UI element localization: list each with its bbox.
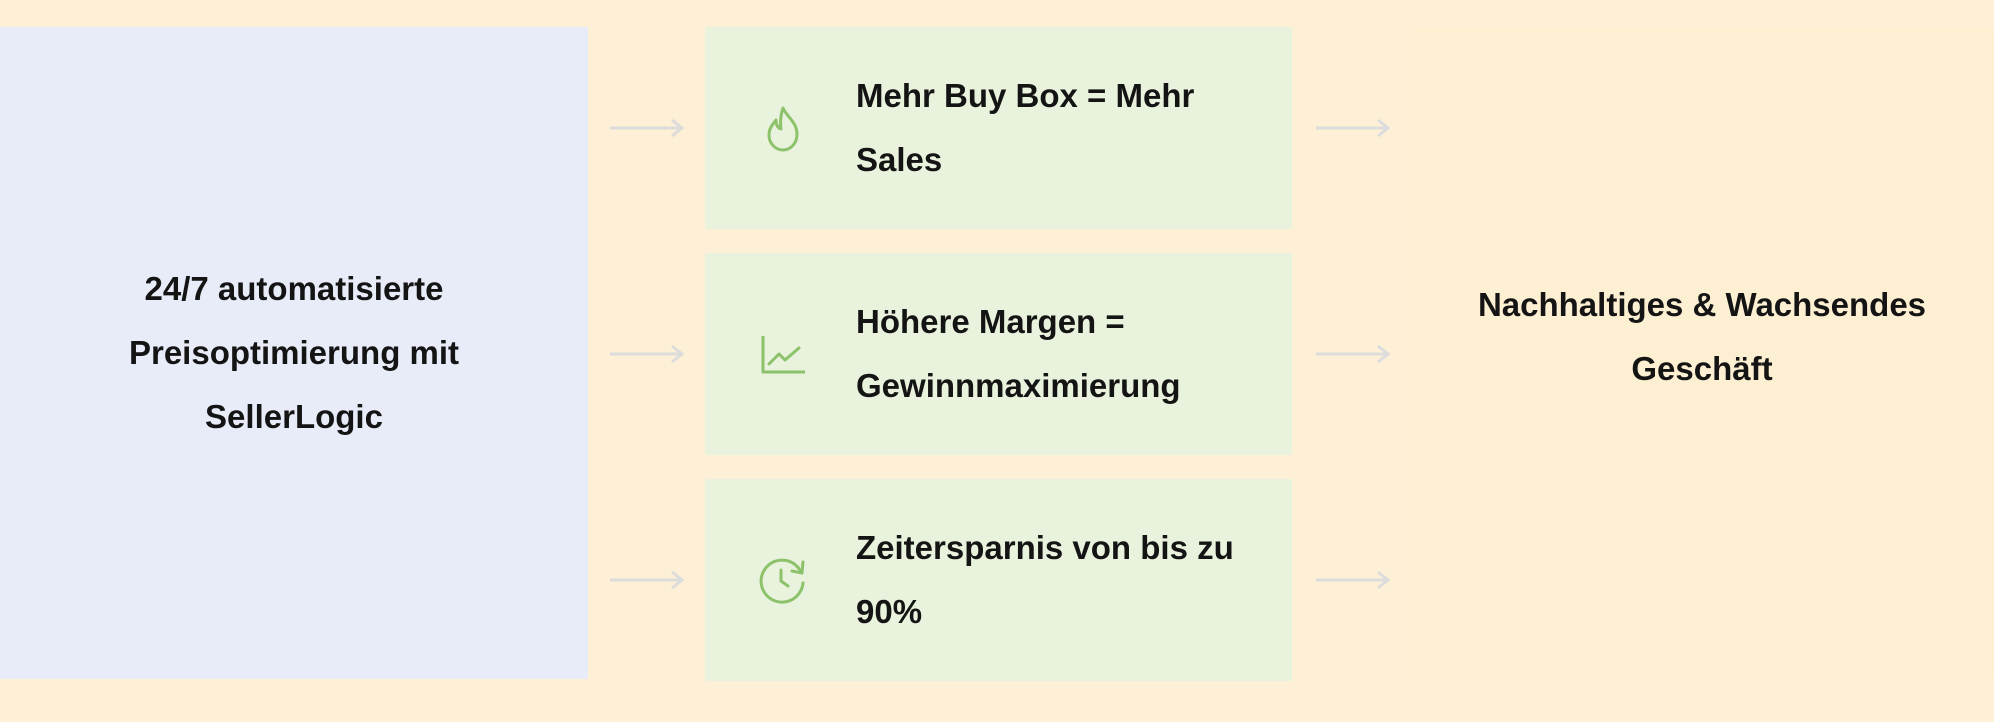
arrow-to-benefit-2: [610, 344, 686, 364]
benefit-label-time: Zeitersparnis von bis zu 90%: [856, 529, 1234, 630]
benefit-box-margins: Höhere Margen = Gewinnmaximierung: [705, 253, 1292, 455]
arrow-from-benefit-3: [1316, 570, 1392, 590]
clock-refresh-icon: [753, 550, 813, 610]
benefit-box-sales: Mehr Buy Box = Mehr Sales: [705, 27, 1292, 229]
benefit-box-time: Zeitersparnis von bis zu 90%: [705, 479, 1292, 681]
arrow-to-benefit-1: [610, 118, 686, 138]
flame-icon: [753, 98, 813, 158]
source-label: 24/7 automatisierte Preisoptimierung mit…: [128, 270, 460, 435]
result-label: Nachhaltiges & Wachsendes Geschäft: [1477, 286, 1927, 387]
benefit-label-margins: Höhere Margen = Gewinnmaximierung: [856, 303, 1181, 404]
result-panel: Nachhaltiges & Wachsendes Geschäft: [1410, 27, 1994, 679]
source-panel: 24/7 automatisierte Preisoptimierung mit…: [0, 27, 588, 679]
arrow-from-benefit-1: [1316, 118, 1392, 138]
arrow-from-benefit-2: [1316, 344, 1392, 364]
benefit-label-sales: Mehr Buy Box = Mehr Sales: [856, 77, 1195, 178]
chart-trend-icon: [753, 324, 813, 384]
arrow-to-benefit-3: [610, 570, 686, 590]
